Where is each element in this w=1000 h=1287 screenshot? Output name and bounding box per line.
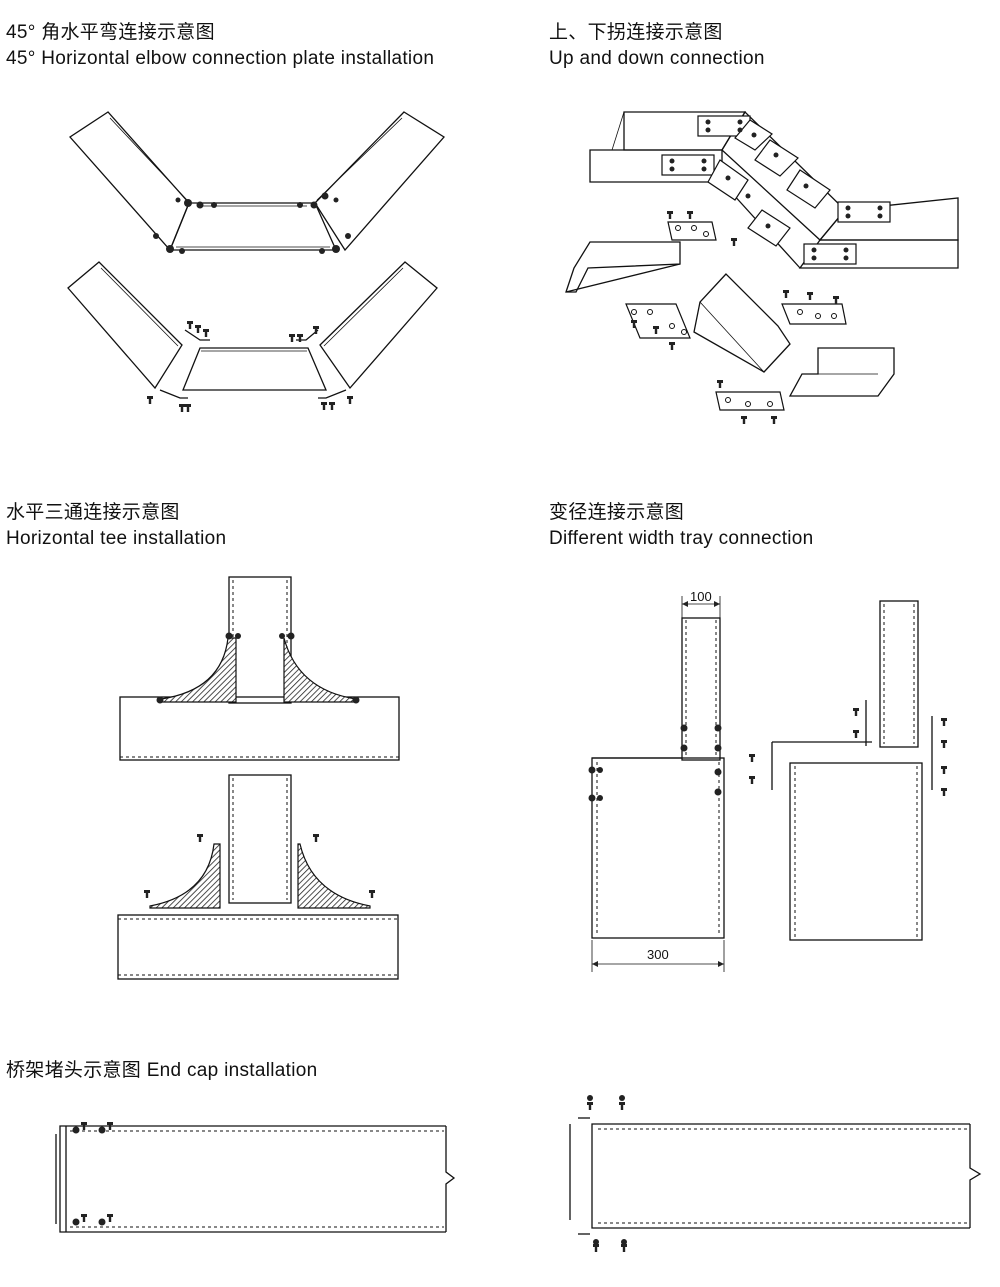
elbow-assembled-drawing: [69, 111, 445, 254]
caption-endcap-zh: 桥架堵头示意图: [6, 1060, 142, 1081]
reducer-exploded-drawing: [749, 600, 947, 941]
dim-100-label: 100: [690, 589, 712, 604]
caption-endcap-en: End cap installation: [146, 1060, 318, 1081]
caption-elbow-en: 45° Horizontal elbow connection plate in…: [6, 48, 435, 69]
caption-tee-en: Horizontal tee installation: [6, 528, 227, 549]
updown-drawing: [565, 110, 959, 424]
reducer-assembled-drawing: 100 300: [588, 589, 725, 972]
caption-updown: 上、下拐连接示意图 Up and down connection: [549, 20, 765, 72]
caption-reducer: 变径连接示意图 Different width tray connection: [549, 500, 814, 552]
elbow-exploded-drawing: [67, 261, 438, 412]
dim-300-label: 300: [647, 947, 669, 962]
caption-reducer-zh: 变径连接示意图: [549, 502, 685, 523]
caption-elbow-zh: 45° 角水平弯连接示意图: [6, 22, 215, 43]
tee-exploded-drawing: [117, 774, 399, 980]
caption-updown-en: Up and down connection: [549, 48, 765, 69]
endcap-assembled-drawing: [55, 1122, 456, 1233]
endcap-exploded-drawing: [569, 1095, 982, 1252]
caption-updown-zh: 上、下拐连接示意图: [549, 22, 723, 43]
caption-elbow: 45° 角水平弯连接示意图 45° Horizontal elbow conne…: [6, 20, 434, 72]
caption-tee-zh: 水平三通连接示意图: [6, 502, 180, 523]
caption-tee: 水平三通连接示意图 Horizontal tee installation: [6, 500, 226, 552]
caption-endcap: 桥架堵头示意图 End cap installation: [6, 1058, 317, 1084]
caption-reducer-en: Different width tray connection: [549, 528, 814, 549]
tee-assembled-drawing: [119, 576, 400, 761]
